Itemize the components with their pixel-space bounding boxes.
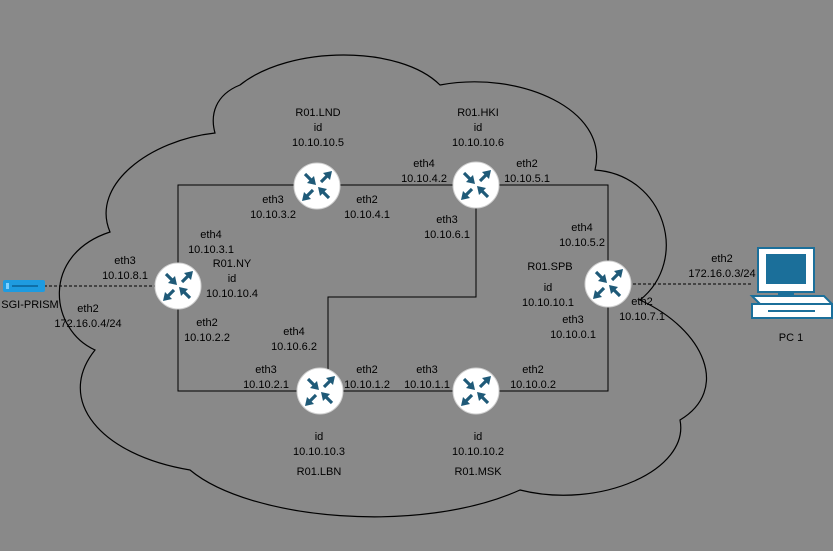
iface-ip: 10.10.4.2 [401,173,447,185]
network-cloud [58,54,708,518]
iface-pc-eth2: eth2 172.16.0.3/24 [688,252,755,282]
router-label-hki: R01.HKI id 10.10.10.6 [452,106,504,151]
iface-name: eth4 [571,222,593,234]
computer-icon-pc[interactable] [749,247,833,319]
link-msk-spb [476,284,609,392]
iface-ip: 10.10.5.2 [559,237,605,249]
iface-name: eth2 [522,364,544,376]
router-name: R01.HKI [457,107,499,119]
iface-name: eth3 [255,364,277,376]
iface-hki-eth4: eth4 10.10.4.2 [401,157,447,187]
iface-lnd-eth2: eth2 10.10.4.1 [344,193,390,223]
iface-spb-eth2: eth2 10.10.7.1 [619,295,665,325]
iface-lbn-eth3: eth3 10.10.2.1 [243,363,289,393]
iface-ip: 172.16.0.3/24 [688,268,756,280]
iface-lbn-eth2: eth2 10.10.1.2 [344,363,390,393]
iface-ip: 10.10.3.1 [188,244,234,256]
router-name: R01.LND [295,107,341,119]
iface-msk-eth2: eth2 10.10.0.2 [510,363,556,393]
router-id-label: id [473,431,483,443]
iface-ny-eth2: eth2 10.10.2.2 [184,316,230,346]
router-id: 10.10.10.1 [522,297,574,309]
iface-ip: 10.10.5.1 [504,173,550,185]
router-name: R01.LBN [296,466,342,478]
iface-spb-eth4: eth4 10.10.5.2 [559,221,605,251]
router-icon-lnd[interactable] [292,161,342,211]
iface-ip: 10.10.6.1 [424,229,470,241]
iface-hki-eth2: eth2 10.10.5.1 [504,157,550,187]
iface-ip: 10.10.0.2 [510,379,556,391]
link-hki-lbn [327,185,477,391]
router-icon-msk[interactable] [451,366,501,416]
iface-lbn-eth4: eth4 10.10.6.2 [271,325,317,355]
iface-msk-eth3: eth3 10.10.1.1 [404,363,450,393]
iface-name: eth2 [196,317,218,329]
router-id-label: id [314,431,324,443]
host-label-pc: PC 1 [778,332,804,344]
link-ny-lbn [177,286,320,392]
iface-ny-eth4: eth4 10.10.3.1 [188,228,234,258]
router-label-spb-id: id 10.10.10.1 [522,281,574,311]
iface-hki-eth3: eth3 10.10.6.1 [424,213,470,243]
iface-ip: 172.16.0.4/24 [54,318,122,330]
iface-name: eth3 [436,214,458,226]
iface-prism-eth2: eth2 172.16.0.4/24 [54,302,121,332]
link-hki-spb [476,184,609,284]
router-name: R01.MSK [454,466,502,478]
router-id-label: id [473,122,483,134]
host-label-sgi-prism: SGI-PRISM [1,299,59,311]
router-id-label: id [313,122,323,134]
iface-name: eth3 [262,194,284,206]
iface-ip: 10.10.3.2 [250,209,296,221]
iface-ip: 10.10.6.2 [271,341,317,353]
iface-name: eth3 [416,364,438,376]
router-id-label: id [227,273,237,285]
network-links [44,184,752,392]
iface-name: eth2 [631,296,653,308]
router-name: R01.NY [212,258,252,270]
server-icon-sgi-prism[interactable] [3,280,45,292]
iface-name: eth3 [114,255,136,267]
router-icon-hki[interactable] [451,160,501,210]
router-id: 10.10.10.5 [292,137,344,149]
router-id: 10.10.10.3 [293,446,345,458]
iface-ip: 10.10.2.2 [184,332,230,344]
iface-name: eth4 [200,229,222,241]
iface-name: eth4 [413,158,435,170]
router-id: 10.10.10.4 [206,288,258,300]
router-id: 10.10.10.6 [452,137,504,149]
iface-ip: 10.10.7.1 [619,311,665,323]
iface-ny-eth3: eth3 10.10.8.1 [102,254,148,284]
iface-name: eth2 [516,158,538,170]
router-id: 10.10.10.2 [452,446,504,458]
router-icon-ny[interactable] [153,261,203,311]
iface-ip: 10.10.0.1 [550,329,596,341]
iface-ip: 10.10.1.1 [404,379,450,391]
router-label-lbn: id 10.10.10.3 R01.LBN [293,430,345,480]
iface-spb-eth3: eth3 10.10.0.1 [550,313,596,343]
iface-name: eth2 [711,253,733,265]
iface-name: eth3 [562,314,584,326]
router-icon-lbn[interactable] [295,366,345,416]
router-id-label: id [543,282,553,294]
iface-ip: 10.10.4.1 [344,209,390,221]
link-ny-lnd [177,184,316,286]
router-label-lnd: R01.LND id 10.10.10.5 [292,106,344,151]
router-label-spb-name: R01.SPB [527,260,572,275]
iface-name: eth2 [356,364,378,376]
iface-name: eth2 [356,194,378,206]
router-label-ny: R01.NY id 10.10.10.4 [206,257,258,302]
iface-lnd-eth3: eth3 10.10.3.2 [250,193,296,223]
iface-name: eth2 [77,303,99,315]
iface-name: eth4 [283,326,305,338]
iface-ip: 10.10.8.1 [102,270,148,282]
iface-ip: 10.10.1.2 [344,379,390,391]
iface-ip: 10.10.2.1 [243,379,289,391]
router-name: R01.SPB [527,261,573,273]
router-label-msk: id 10.10.10.2 R01.MSK [452,430,504,480]
